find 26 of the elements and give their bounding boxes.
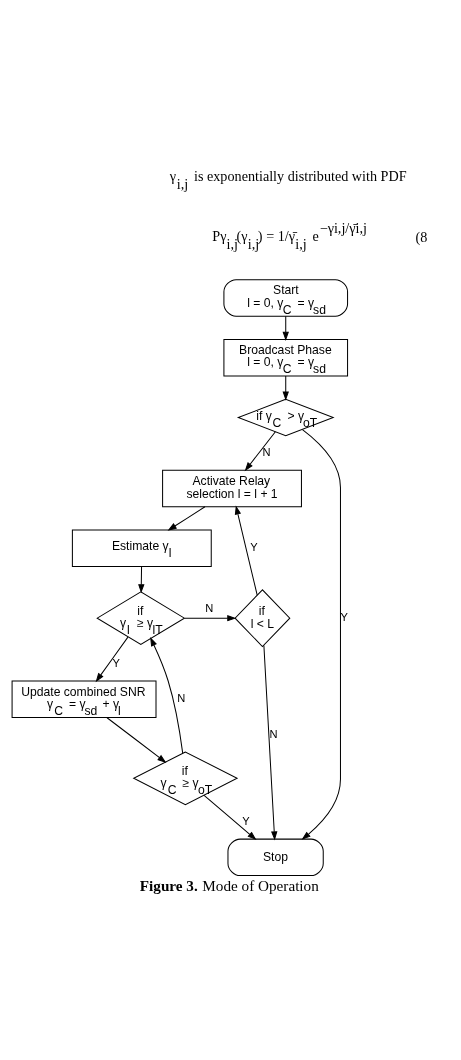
node-box: Activate Relay selection l = l + 1 <box>162 469 302 507</box>
edge-label: Y <box>340 610 348 623</box>
edge-label: Y <box>112 656 120 669</box>
arrow <box>150 636 184 754</box>
arrow <box>203 794 257 840</box>
caption: Figure 3. Mode of Operation <box>139 876 319 894</box>
node-diamond: if l < L <box>234 588 291 647</box>
arrow <box>301 428 341 840</box>
edge-label: N <box>177 691 186 704</box>
arrow <box>234 504 258 596</box>
edge-label: Y <box>242 814 250 827</box>
edge-label: Y <box>250 540 258 553</box>
edge-label: N <box>269 727 278 740</box>
arrow <box>282 375 289 401</box>
arrow <box>184 614 237 621</box>
edge-label: N <box>262 445 271 458</box>
arrow <box>106 716 167 763</box>
arrow <box>138 565 145 593</box>
label: (8 <box>415 228 428 245</box>
node-box: Stop <box>227 838 324 876</box>
arrow <box>282 315 289 341</box>
arrow <box>263 644 278 840</box>
edge-label: N <box>205 601 214 614</box>
arrow <box>244 430 276 471</box>
arrow <box>95 636 129 682</box>
arrow <box>167 505 206 531</box>
